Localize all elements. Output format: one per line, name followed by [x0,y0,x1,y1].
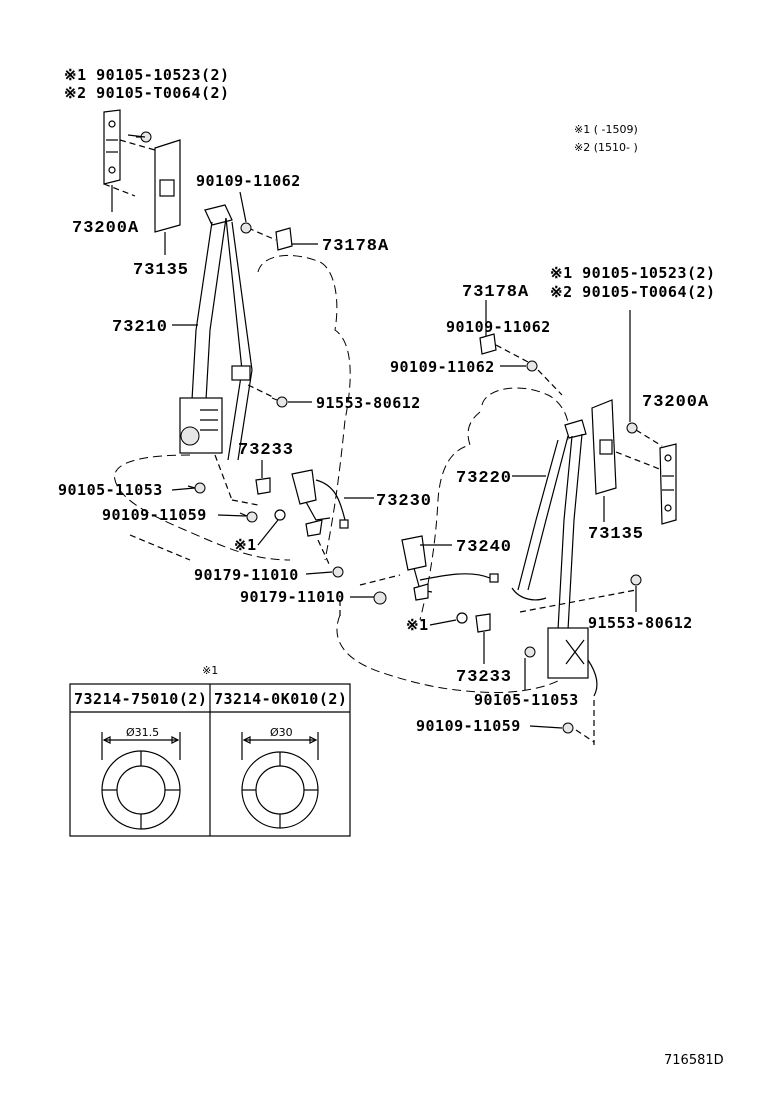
label-90179-11010-b: 90179-11010 [240,588,345,606]
label-90109-11059-left: 90109-11059 [102,506,207,524]
label-91553-80612-left: 91553-80612 [316,394,421,412]
label-73200a-right: 73200A [642,393,709,412]
pillar-cover-left [154,139,181,233]
buckle-73230 [291,469,349,537]
label-ref1-left: ※1 [234,536,257,554]
inset-ref: ※1 [202,664,218,677]
bolt-icon [240,222,252,234]
washer-icon [101,750,181,830]
label-90109-11062-right-b: 90109-11062 [390,358,495,376]
label-left-bolt-2: ※2 90105-T0064(2) [64,84,230,102]
bolt-icon [239,511,258,523]
bolt-icon [630,574,642,586]
bolt-icon [626,422,638,434]
retractor-left [179,397,223,454]
pillar-cover-right [591,399,617,495]
label-right-bolt-2: ※2 90105-T0064(2) [550,283,716,301]
label-ref1-right: ※1 [406,616,429,634]
seat-belt-73210 [191,204,253,461]
bolt-icon [562,722,574,734]
inset-col1-part: 73214-75010(2) [74,690,207,708]
label-90105-11053-right: 90105-11053 [474,691,579,709]
washer-icon [241,751,319,829]
retractor-right [547,627,598,697]
seat-belt-73220 [511,419,587,631]
cap-73233-left [255,477,271,495]
label-left-bolt-1: ※1 90105-10523(2) [64,66,230,84]
washer-icon [274,509,286,521]
label-73200a-left: 73200A [72,219,139,238]
bolt-icon [271,396,288,408]
label-90109-11059-right: 90109-11059 [416,717,521,735]
clip-73178a-right [479,333,497,355]
label-right-bolt-1: ※1 90105-10523(2) [550,264,716,282]
label-73240: 73240 [456,538,512,557]
label-73135-right: 73135 [588,525,644,544]
bolt-icon [526,360,538,372]
label-73233-left: 73233 [238,441,294,460]
label-73135-left: 73135 [133,261,189,280]
nut-icon [332,566,344,578]
right-seat-outline [336,387,570,693]
label-90105-11053-left: 90105-11053 [58,481,163,499]
label-73230: 73230 [376,492,432,511]
upper-anchor-adjuster-right [659,443,677,525]
diagram-id: 716581D [664,1053,724,1068]
label-90109-11062-left: 90109-11062 [196,172,301,190]
label-90179-11010-a: 90179-11010 [194,566,299,584]
label-91553-80612-right: 91553-80612 [588,614,693,632]
label-73220: 73220 [456,469,512,488]
washer-icon [456,612,468,624]
washer-inset-table: ※1 73214-75010(2) 73214-0K010(2) Ø31.5 Ø… [69,664,351,837]
left-seat-outline [114,254,351,561]
label-73210: 73210 [112,318,168,337]
bolt-icon [524,646,536,658]
inset-col1-dim: Ø31.5 [126,726,159,739]
upper-anchor-adjuster-left [103,109,121,185]
inset-col2-dim: Ø30 [270,726,293,739]
clip-73178a-left [275,227,293,251]
nut-icon [373,591,387,605]
legend-note-2: ※2 (1510- ) [574,141,638,154]
cap-73233-right [475,613,491,633]
legend-note-1: ※1 ( -1509) [574,123,638,136]
label-90109-11062-right-a: 90109-11062 [446,318,551,336]
label-73178a-left: 73178A [322,237,389,256]
label-73178a-right: 73178A [462,283,529,302]
label-73233-right: 73233 [456,668,512,687]
inset-col2-part: 73214-0K010(2) [214,690,347,708]
